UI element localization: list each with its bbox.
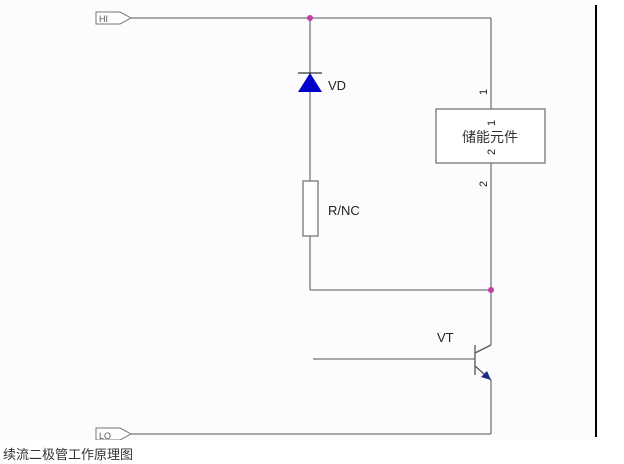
circuit-diagram: HI LO VD R/NC 储能元件 1 1 2 2 VT <box>0 0 597 440</box>
wires <box>131 17 492 435</box>
diagram-background <box>0 0 596 440</box>
diode-label: VD <box>328 78 346 93</box>
transistor-label: VT <box>437 330 454 345</box>
diode-vd: VD <box>298 72 346 93</box>
hi-label: HI <box>99 14 108 24</box>
transistor-vt: VT <box>437 330 492 381</box>
pin-label: 1 <box>478 89 490 95</box>
pin-label: 2 <box>478 181 490 187</box>
storage-label: 储能元件 <box>462 129 518 145</box>
pin-label: 1 <box>486 120 498 126</box>
lo-label: LO <box>99 431 111 440</box>
figure-caption: 续流二极管工作原理图 <box>3 447 134 462</box>
pin-label: 2 <box>486 149 498 155</box>
hi-port: HI <box>95 11 133 25</box>
resistor-label: R/NC <box>328 203 360 218</box>
storage-element: 储能元件 1 1 2 2 <box>435 89 546 187</box>
resistor-rnc: R/NC <box>302 180 360 237</box>
junction-dot <box>488 287 494 293</box>
junction-dot <box>307 15 313 21</box>
lo-port: LO <box>95 427 133 440</box>
